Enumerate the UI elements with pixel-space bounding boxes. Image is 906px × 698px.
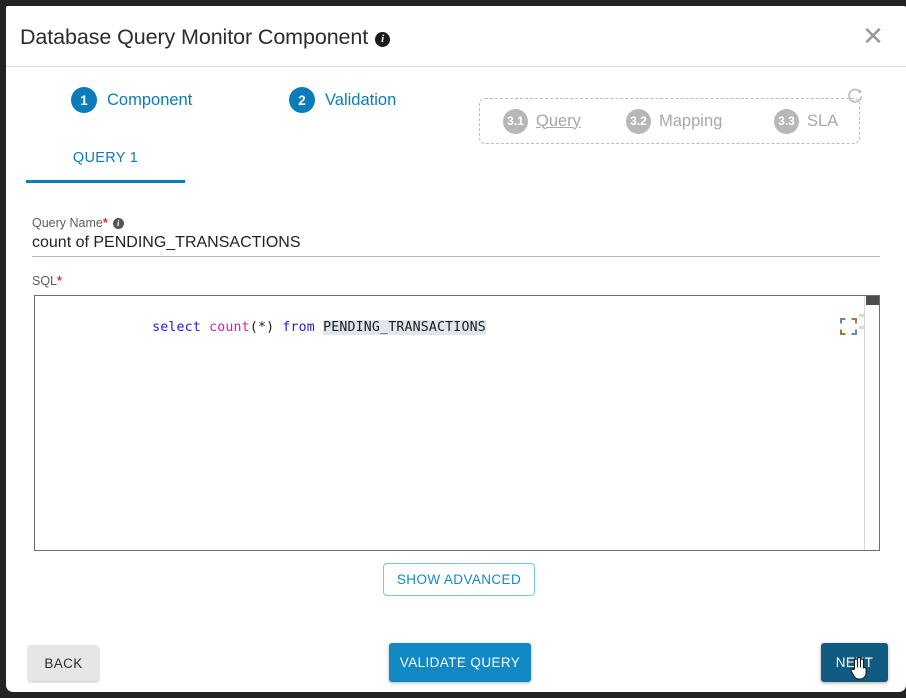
validate-query-button[interactable]: VALIDATE QUERY xyxy=(389,643,531,682)
editor-scrollbar[interactable] xyxy=(864,296,879,550)
sql-token-from: from xyxy=(282,320,315,335)
step-component[interactable]: 1 Component xyxy=(71,87,192,113)
database-query-monitor-dialog: Database Query Monitor Component i ✕ 1 Co… xyxy=(6,6,906,692)
sql-token-select: select xyxy=(152,320,201,335)
wizard-stepper: 1 Component 2 Validation xyxy=(6,67,906,133)
sql-token-table-name: PENDING_TRANSACTIONS xyxy=(323,320,486,335)
step-validation-number: 2 xyxy=(289,87,315,113)
sql-label-text: SQL xyxy=(32,274,58,288)
substep-sla-label: SLA xyxy=(807,111,839,130)
step-component-number: 1 xyxy=(71,87,97,113)
step-validation-label: Validation xyxy=(325,90,397,109)
step-validation[interactable]: 2 Validation xyxy=(289,87,396,113)
back-button[interactable]: BACK xyxy=(28,645,99,681)
editor-scrollbar-thumb[interactable] xyxy=(866,296,879,305)
sql-token-space-3 xyxy=(315,320,323,335)
query-name-info-icon[interactable]: i xyxy=(112,218,124,229)
sql-required-marker: * xyxy=(57,274,62,288)
query-tab-bar: QUERY 1 xyxy=(26,150,886,188)
substep-query-label[interactable]: Query xyxy=(536,111,581,130)
close-icon[interactable]: ✕ xyxy=(862,22,884,52)
substep-mapping[interactable]: 3.2 Mapping xyxy=(626,108,723,134)
query-name-label: Query Name* i xyxy=(32,216,880,230)
sql-token-count: count xyxy=(209,320,250,335)
dialog-header: Database Query Monitor Component i ✕ xyxy=(6,6,906,67)
sql-token-star-parens: (*) xyxy=(249,320,275,335)
sql-code-line: select count(*) from PENDING_TRANSACTION… xyxy=(87,305,486,350)
next-button[interactable]: NEXT xyxy=(821,643,888,682)
substep-mapping-label: Mapping xyxy=(659,111,723,130)
sql-code-editor[interactable]: select count(*) from PENDING_TRANSACTION… xyxy=(34,295,880,551)
substep-group: 3.1 Query 3.2 Mapping 3.3 SLA xyxy=(479,98,860,144)
substep-mapping-number: 3.2 xyxy=(626,108,651,134)
query-name-field-block: Query Name* i xyxy=(32,216,880,257)
query-name-input[interactable] xyxy=(32,232,880,257)
query-name-label-text: Query Name xyxy=(32,216,103,230)
show-advanced-button[interactable]: SHOW ADVANCED xyxy=(383,563,535,596)
editor-minimap-mark xyxy=(859,326,864,329)
fullscreen-icon[interactable] xyxy=(840,318,857,335)
sql-token-space-1 xyxy=(201,320,209,335)
substep-query-number: 3.1 xyxy=(503,108,528,134)
substep-query[interactable]: 3.1 Query xyxy=(503,108,581,134)
substep-sla[interactable]: 3.3 SLA xyxy=(774,108,839,134)
query-name-required-marker: * xyxy=(102,216,108,230)
page-title: Database Query Monitor Component i xyxy=(20,25,391,50)
step-component-label: Component xyxy=(107,90,193,109)
substep-sla-number: 3.3 xyxy=(774,108,799,134)
title-info-icon[interactable]: i xyxy=(375,32,391,47)
editor-minimap-mark xyxy=(859,314,864,317)
tab-query-1[interactable]: QUERY 1 xyxy=(26,150,185,183)
sql-label: SQL* xyxy=(32,274,62,288)
refresh-icon[interactable] xyxy=(846,88,864,106)
dialog-title-text: Database Query Monitor Component xyxy=(20,25,369,49)
